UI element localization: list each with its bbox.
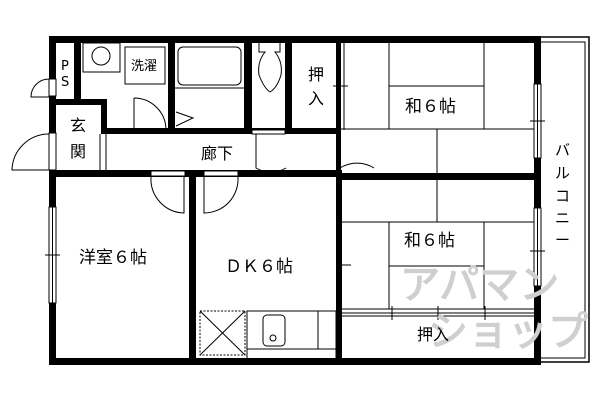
balcony-label-1: バ xyxy=(555,141,570,159)
svg-text:ショップ: ショップ xyxy=(428,309,588,355)
balcony-label-2: ル xyxy=(555,164,570,182)
ps-label-1: P xyxy=(61,59,69,74)
svg-text:アパマン: アパマン xyxy=(400,262,559,308)
entrance-label-1: 玄 xyxy=(70,116,86,135)
room-labels: P S 洗濯 玄 関 廊下 押 入 和６帖 バ ル コ ニ ー 洋室６帖 ＤＫ６… xyxy=(61,59,570,344)
doors xyxy=(11,78,375,214)
dining-kitchen-label: ＤＫ６帖 xyxy=(225,257,293,277)
ps-label-2: S xyxy=(61,75,69,90)
japanese-room-top-label: 和６帖 xyxy=(405,97,456,117)
balcony-label-3: コ xyxy=(555,187,570,205)
closet-top-label-1: 押 xyxy=(308,65,324,84)
hallway-label: 廊下 xyxy=(201,144,233,163)
closet-top-label-2: 入 xyxy=(308,89,324,108)
fixtures xyxy=(82,42,337,360)
tatami-lines xyxy=(333,43,534,320)
western-room-label: 洋室６帖 xyxy=(79,248,147,268)
entrance-label-2: 関 xyxy=(70,142,86,161)
windows xyxy=(45,78,545,304)
watermark: アパマン ショップ xyxy=(400,262,588,355)
closet-bottom-label: 押入 xyxy=(417,325,449,344)
japanese-room-bottom-label: 和６帖 xyxy=(404,231,455,251)
balcony-label-5: ー xyxy=(555,231,570,249)
balcony-label-4: ニ xyxy=(555,209,570,227)
interior-walls xyxy=(49,43,541,365)
laundry-label: 洗濯 xyxy=(131,59,157,74)
